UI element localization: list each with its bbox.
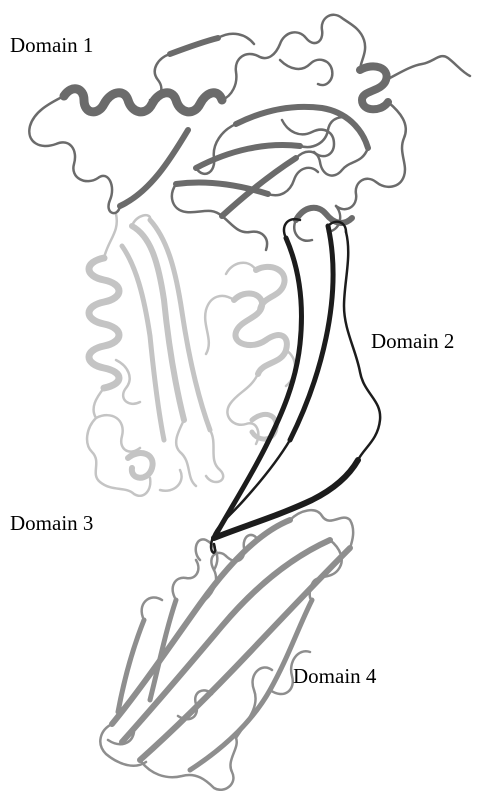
domain-2-label: Domain 2 xyxy=(371,331,454,352)
domain-4-ribbon xyxy=(100,510,353,790)
domain-1-ribbon xyxy=(29,15,470,250)
domain-3-label: Domain 3 xyxy=(10,513,93,534)
domain-2-ribbon xyxy=(211,219,380,553)
domain-1-label: Domain 1 xyxy=(10,35,93,56)
domain-4-label: Domain 4 xyxy=(293,666,376,687)
